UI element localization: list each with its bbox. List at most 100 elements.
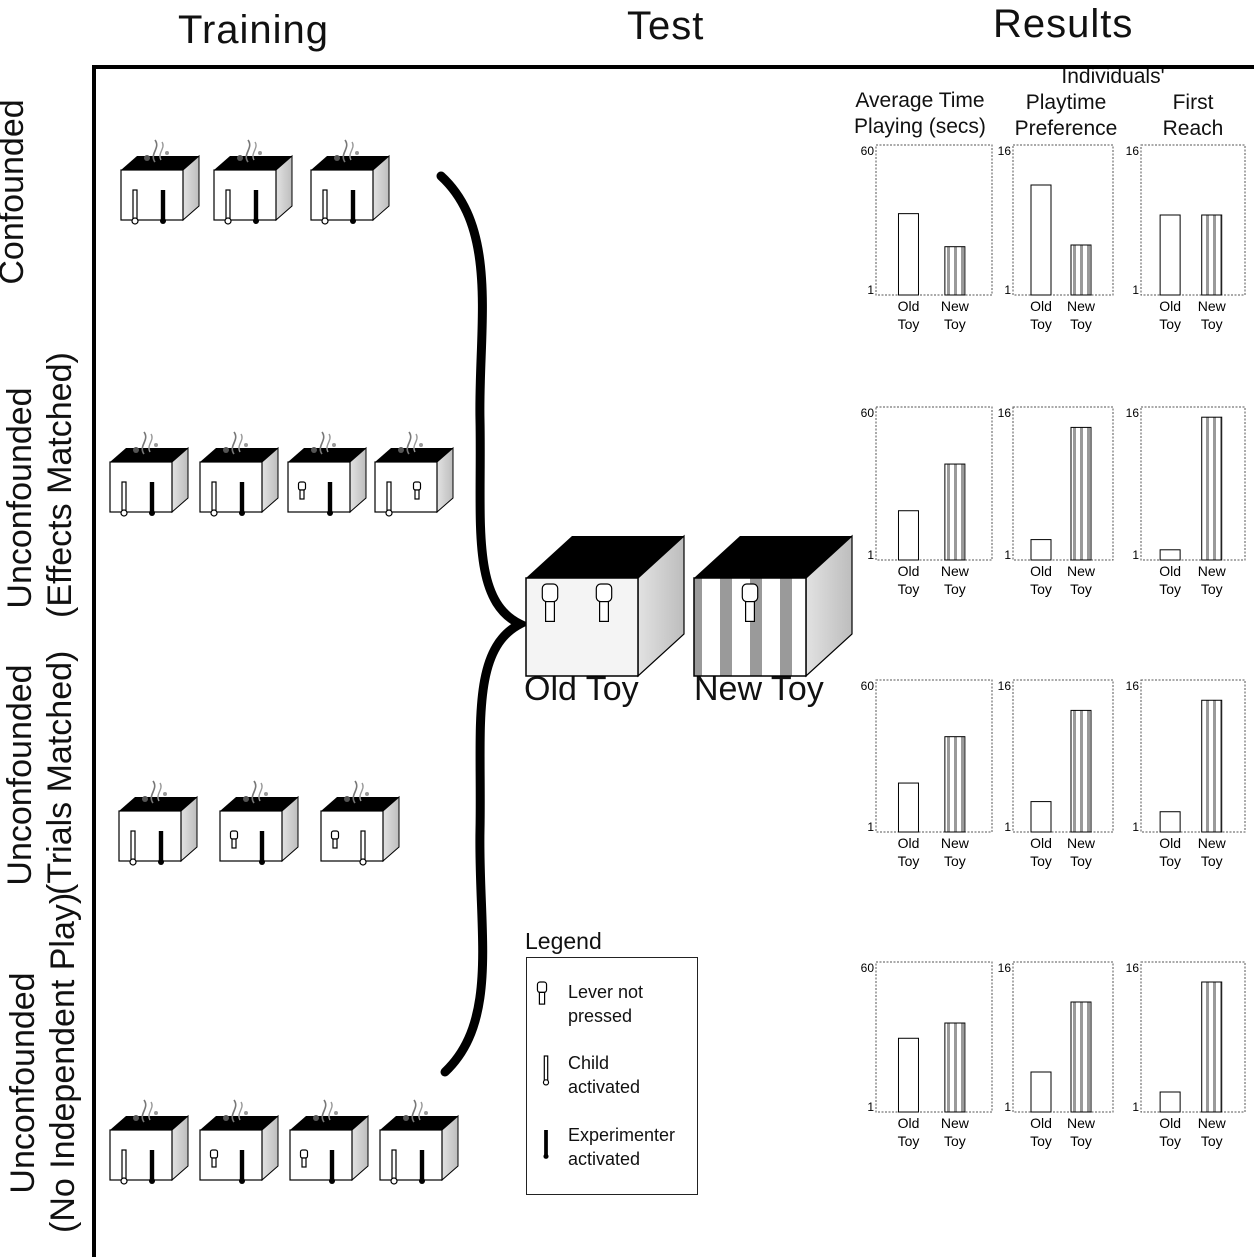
x-tick-label: Old xyxy=(1159,1115,1181,1131)
results-head-avg-time-line1: Average Time xyxy=(855,89,985,112)
effect-icon xyxy=(144,139,169,163)
lever-experimenter-icon xyxy=(259,831,265,865)
legend-item-line2: activated xyxy=(568,1149,641,1169)
x-tick-label: New xyxy=(1198,1115,1227,1131)
lever-experimenter-icon xyxy=(327,482,333,516)
bar-old-toy xyxy=(897,213,919,296)
legend-box xyxy=(526,957,698,1195)
y-tick-bottom: 1 xyxy=(867,820,874,834)
y-tick-bottom: 1 xyxy=(1132,1100,1139,1114)
x-tick-label: Old xyxy=(1159,563,1181,579)
lever-not-pressed-icon xyxy=(741,583,759,622)
x-tick-label: Toy xyxy=(1030,316,1052,332)
x-tick-label: Old xyxy=(1030,298,1052,314)
x-tick-label: New xyxy=(941,298,970,314)
legend-item-child: Child activated xyxy=(568,1051,640,1099)
x-tick-label: Toy xyxy=(1159,316,1181,332)
x-tick-label: Toy xyxy=(944,316,966,332)
x-tick-label: Toy xyxy=(1030,581,1052,597)
lever-not-pressed-icon xyxy=(412,481,422,500)
x-tick-label: Toy xyxy=(898,316,920,332)
bar-old-toy xyxy=(1030,1071,1052,1113)
x-tick-label: Toy xyxy=(898,853,920,869)
legend-item-experimenter: Experimenter activated xyxy=(568,1123,675,1171)
x-tick-label: Toy xyxy=(1070,853,1092,869)
bar-new-toy xyxy=(1070,426,1092,561)
x-tick-label: Toy xyxy=(944,581,966,597)
lever-experimenter-icon xyxy=(239,482,245,516)
training-box xyxy=(379,1099,459,1185)
chart-frame xyxy=(1140,679,1246,833)
training-box xyxy=(374,431,454,517)
bar-new-toy xyxy=(1201,699,1223,833)
lever-experimenter-icon xyxy=(160,190,166,224)
lever-experimenter-icon xyxy=(158,831,164,865)
x-tick-label: Toy xyxy=(898,581,920,597)
x-tick-label: New xyxy=(941,835,970,851)
y-tick-bottom: 1 xyxy=(867,1100,874,1114)
lever-not-pressed-icon xyxy=(299,1149,309,1168)
header-results: Results xyxy=(993,2,1134,46)
bar-new-toy xyxy=(944,1022,966,1113)
y-tick-bottom: 1 xyxy=(867,283,874,297)
lever-child-icon xyxy=(224,189,232,225)
training-box xyxy=(118,780,198,866)
x-tick-label: New xyxy=(1067,563,1096,579)
y-tick-top: 60 xyxy=(861,961,875,975)
results-head-avg-time-line2: Playing (secs) xyxy=(854,115,986,138)
header-test: Test xyxy=(627,4,705,48)
x-tick-label: Old xyxy=(898,298,920,314)
lever-experimenter-icon xyxy=(149,482,155,516)
bar-new-toy xyxy=(1201,416,1223,561)
x-tick-label: New xyxy=(941,1115,970,1131)
effect-icon xyxy=(311,431,336,455)
lever-not-pressed-icon xyxy=(297,481,307,500)
x-tick-label: Toy xyxy=(1201,316,1223,332)
lever-not-pressed-icon xyxy=(330,830,340,849)
x-tick-label: Toy xyxy=(1070,1133,1092,1149)
legend-item-not-pressed: Lever not pressed xyxy=(568,980,643,1028)
x-tick-label: Toy xyxy=(1159,1133,1181,1149)
training-box xyxy=(320,780,400,866)
bar-new-toy xyxy=(1070,1001,1092,1113)
lever-not-pressed-icon xyxy=(536,981,548,1005)
effect-icon xyxy=(133,431,158,455)
results-charts: 601OldToyNewToy161OldToyNewToy161OldToyN… xyxy=(861,144,1246,1149)
y-tick-bottom: 1 xyxy=(1004,1100,1011,1114)
chart-frame xyxy=(875,961,993,1113)
effect-icon xyxy=(344,780,369,804)
training-box xyxy=(120,139,200,225)
x-tick-label: Toy xyxy=(944,1133,966,1149)
lever-experimenter-icon xyxy=(350,190,356,224)
training-box xyxy=(213,139,293,225)
y-tick-bottom: 1 xyxy=(1132,820,1139,834)
effect-icon xyxy=(223,431,248,455)
results-head-playtime-pref-line2: Preference xyxy=(1014,117,1118,140)
x-tick-label: New xyxy=(1198,835,1227,851)
bar-new-toy xyxy=(1201,214,1223,296)
x-tick-label: Old xyxy=(1159,298,1181,314)
effect-icon xyxy=(243,780,268,804)
training-box xyxy=(287,431,367,516)
y-tick-top: 16 xyxy=(998,144,1012,158)
chart-frame xyxy=(875,144,993,296)
lever-experimenter-icon xyxy=(239,1150,245,1184)
results-head-individuals: Individuals' xyxy=(1061,65,1165,88)
y-tick-top: 16 xyxy=(1126,406,1140,420)
x-tick-label: Old xyxy=(898,1115,920,1131)
results-head-playtime-pref: Playtime Preference xyxy=(1006,90,1126,142)
bar-new-toy xyxy=(1201,981,1223,1113)
y-tick-top: 60 xyxy=(861,144,875,158)
effect-icon xyxy=(142,780,167,804)
y-tick-bottom: 1 xyxy=(1004,820,1011,834)
results-head-playtime-pref-line1: Playtime xyxy=(1025,91,1107,114)
y-tick-bottom: 1 xyxy=(1132,283,1139,297)
